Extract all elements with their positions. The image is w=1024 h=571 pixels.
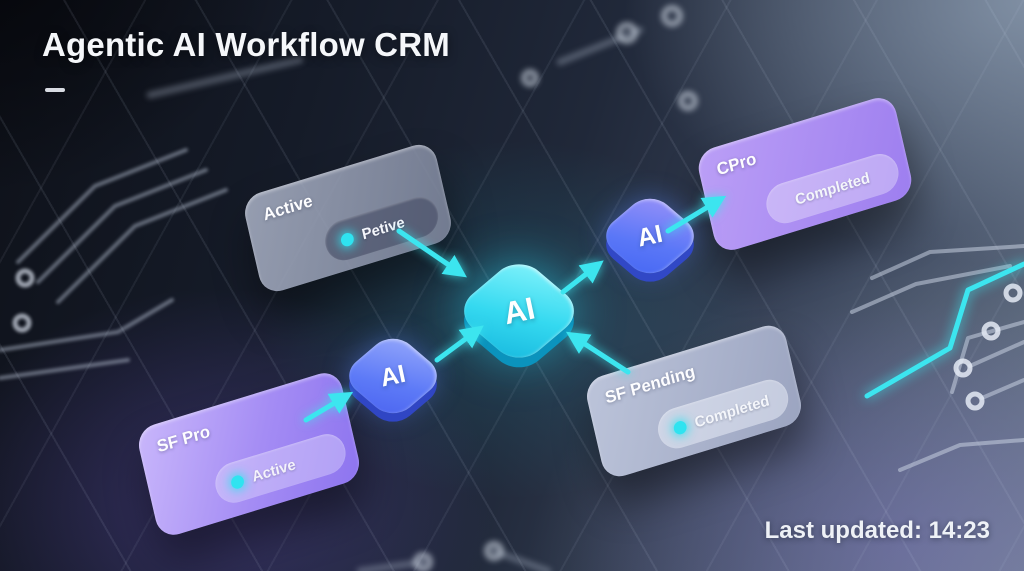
last-updated-text: Last updated: 14:23 [764, 517, 990, 544]
circuit-trace [968, 340, 1024, 368]
card-title: CPro [714, 148, 759, 180]
circuit-pad [15, 268, 35, 288]
circuit-pad [484, 541, 504, 561]
workflow-card-active[interactable]: Active Petive [241, 139, 455, 297]
circuit-pad [12, 313, 32, 333]
ai-node-center[interactable]: AI [452, 254, 586, 368]
arrow-ai-left-to-center [434, 325, 484, 363]
status-pill-label: Completed [793, 168, 872, 209]
ai-node-label: AI [500, 290, 538, 331]
ai-node-label: AI [377, 359, 409, 392]
status-pill-label: Active [250, 455, 298, 486]
circuit-pad [953, 358, 973, 378]
circuit-trace [898, 438, 1024, 472]
circuit-trace [146, 56, 304, 99]
ai-node-label: AI [634, 219, 666, 252]
status-dot-icon [229, 473, 246, 490]
circuit-pad [678, 91, 698, 111]
status-dot-icon [672, 418, 688, 436]
circuit-pad [965, 391, 985, 411]
status-pill[interactable]: Petive [321, 191, 443, 266]
circuit-trace [36, 168, 208, 284]
card-title: SF Pending [603, 361, 697, 408]
status-pill-label: Petive [360, 213, 407, 243]
circuit-trace [490, 547, 552, 571]
status-dot-icon [339, 230, 355, 248]
card-title: Active [261, 190, 315, 225]
workflow-card-sf-pending[interactable]: SF Pending Completed [583, 320, 805, 482]
ai-node-left[interactable]: AI [339, 330, 447, 422]
circuit-trace [950, 320, 1024, 394]
circuit-pad [616, 22, 638, 44]
circuit-trace [0, 298, 174, 352]
workflow-card-sf-pro[interactable]: SF Pro Active [135, 368, 363, 540]
circuit-pad [413, 552, 433, 571]
arrow-center-to-ai-right [560, 260, 604, 295]
circuit-trace [870, 244, 1024, 280]
circuit-trace [556, 26, 644, 66]
circuit-trace [356, 558, 427, 571]
circuit-pad [661, 5, 683, 27]
circuit-trace [16, 148, 188, 264]
ai-node-right[interactable]: AI [596, 190, 704, 282]
status-pill[interactable]: Active [211, 429, 350, 508]
circuit-trace [0, 358, 130, 380]
workflow-card-cpro[interactable]: CPro Completed [694, 93, 916, 255]
circuit-trace [980, 378, 1024, 400]
status-pill[interactable]: Completed [762, 149, 903, 229]
circuit-pad [981, 321, 1001, 341]
circuit-pad [1003, 283, 1023, 303]
circuit-trace [56, 188, 228, 304]
circuit-pad [521, 69, 539, 87]
card-title: SF Pro [155, 421, 212, 457]
status-pill-label: Completed [692, 391, 771, 431]
page-title: Agentic AI Workflow CRM [42, 26, 450, 63]
circuit-trace [850, 264, 1012, 314]
arrow-sfpending-to-center [565, 331, 631, 375]
cyan-circuit-trace [864, 261, 1024, 399]
title-underline [45, 88, 65, 92]
